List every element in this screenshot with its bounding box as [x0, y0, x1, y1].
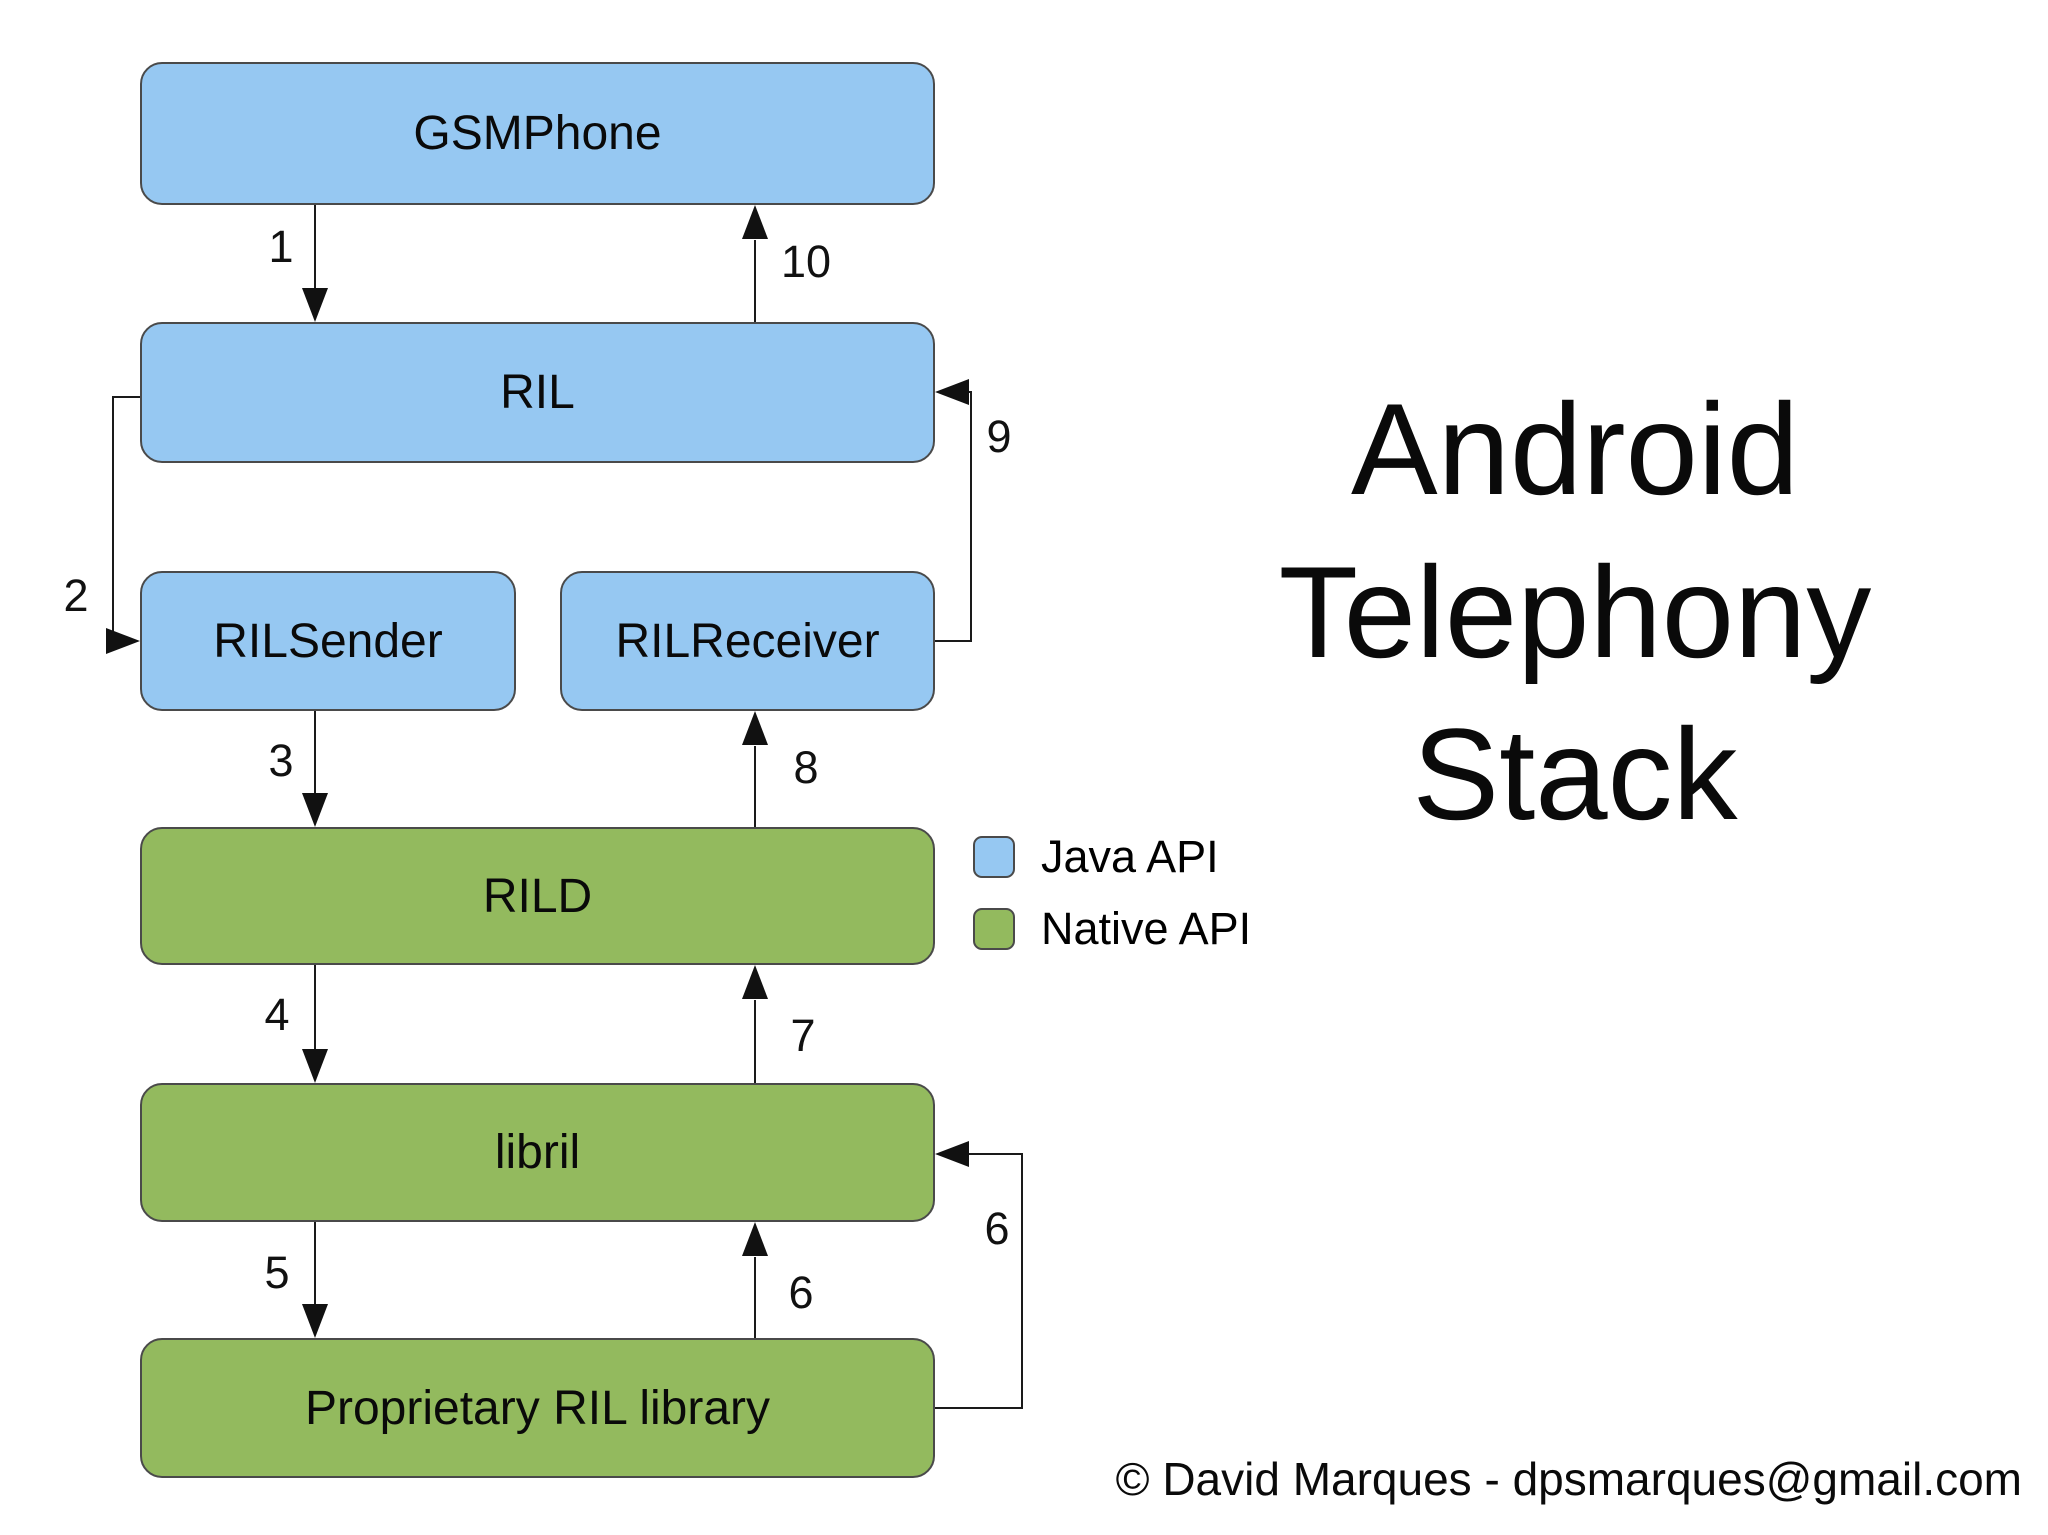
arrowhead-icon [302, 1304, 328, 1338]
arrowhead-icon [302, 793, 328, 827]
node-rild: RILD [140, 827, 935, 965]
arrowhead-icon [935, 1141, 969, 1167]
node-proprietary-ril-library: Proprietary RIL library [140, 1338, 935, 1478]
legend-item-java-api: Java API [973, 831, 1219, 882]
flow-label-2: 2 [63, 570, 89, 621]
flow-label-3: 3 [268, 735, 294, 786]
legend-label-native-api: Native API [1041, 903, 1252, 954]
copyright-line: © David Marques - dpsmarques@gmail.com [1115, 1453, 2022, 1505]
arrowhead-icon [302, 1049, 328, 1083]
arrow-line [935, 1153, 1023, 1409]
flow-label-1: 1 [268, 221, 294, 272]
node-libril: libril [140, 1083, 935, 1222]
flow-label-6: 6 [788, 1267, 814, 1318]
arrow-line [107, 396, 140, 642]
arrow-line [935, 391, 972, 642]
arrowhead-icon [742, 965, 768, 999]
flow-label-4: 4 [264, 989, 290, 1040]
legend-item-native-api: Native API [973, 903, 1251, 954]
node-ril: RIL [140, 322, 935, 463]
node-gsmphone: GSMPhone [140, 62, 935, 205]
flow-label-9: 9 [986, 411, 1012, 462]
flow-label-5: 5 [264, 1247, 290, 1298]
legend-label-java-api: Java API [1041, 831, 1219, 882]
java-api-swatch-icon [973, 836, 1015, 878]
arrowhead-icon [742, 205, 768, 239]
arrowhead-icon [302, 288, 328, 322]
native-api-swatch-icon [973, 908, 1015, 950]
arrowhead-icon [106, 628, 140, 654]
flow-label-6-loop: 6 [984, 1203, 1010, 1254]
arrowhead-icon [742, 711, 768, 745]
flow-label-8: 8 [793, 742, 819, 793]
arrowhead-icon [742, 1222, 768, 1256]
node-rilreceiver: RILReceiver [560, 571, 935, 711]
flow-label-7: 7 [790, 1010, 816, 1061]
node-rilsender: RILSender [140, 571, 516, 711]
diagram-title: Android Telephony Stack [1278, 376, 1872, 847]
flow-label-10: 10 [780, 236, 832, 287]
arrowhead-icon [935, 379, 969, 405]
